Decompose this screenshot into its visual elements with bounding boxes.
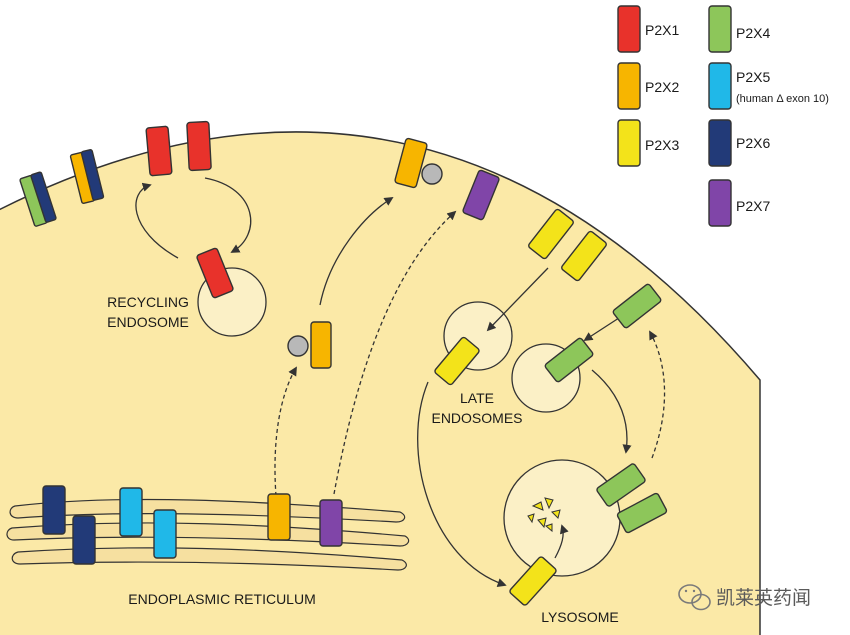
accessory-protein [421, 163, 443, 185]
receptor-p2x7 [319, 499, 343, 547]
arrow-recycle-up [135, 182, 179, 259]
receptor-p2x4 [612, 283, 662, 329]
legend-swatch-p2x1 [617, 5, 641, 53]
receptor-p2x4 [596, 463, 646, 507]
arrow-late-endosome-to-lysosome-p2x3 [417, 381, 507, 588]
receptor-p2x3 [434, 336, 480, 386]
legend-label-p2x5: P2X5 [736, 69, 770, 85]
wechat-icon [678, 584, 711, 611]
legend-swatch-p2x4 [708, 5, 732, 53]
legend-swatch-p2x2 [617, 62, 641, 110]
receptor-p2x4 [616, 492, 668, 534]
watermark: 凯莱英药闻 [678, 584, 811, 611]
arrow-to-membrane-p2x2 [319, 197, 394, 306]
receptor-p2x1 [196, 247, 234, 299]
legend-swatch-p2x6 [708, 119, 732, 167]
legend-note-p2x5: (human Δ exon 10) [736, 93, 829, 105]
watermark-text: 凯莱英药闻 [716, 587, 811, 609]
legend-label-p2x3: P2X3 [645, 137, 679, 153]
receptors [19, 120, 668, 606]
late-endosomes-label: LATE [460, 390, 494, 406]
receptor-p2x1 [145, 125, 173, 177]
legend-label-p2x1: P2X1 [645, 22, 679, 38]
receptor-p2x6 [72, 515, 96, 565]
legend: P2X1 P2X2 P2X3 P2X4 P2X5 (human Δ exon 1… [617, 5, 829, 227]
arrow-er-to-membrane-p2x7 [333, 210, 457, 495]
legend-label-p2x6: P2X6 [736, 135, 770, 151]
receptor-p2x4 [544, 337, 594, 383]
legend-label-p2x4: P2X4 [736, 25, 770, 41]
legend-swatch-p2x3 [617, 119, 641, 167]
legend-label-p2x7: P2X7 [736, 198, 770, 214]
recycling-endosome-label: RECYCLING [107, 294, 189, 310]
receptor-p2x3 [561, 230, 607, 282]
accessory-protein [287, 335, 309, 357]
receptor-p2x6 [30, 171, 57, 223]
receptor-p2x2 [394, 137, 428, 189]
legend-swatch-p2x5 [708, 62, 732, 110]
legend-swatch-p2x7 [708, 179, 732, 227]
recycling-endosome-label: ENDOSOME [107, 314, 189, 330]
endoplasmic-reticulum [6, 498, 410, 571]
receptor-p2x2 [267, 493, 291, 541]
receptor-p2x7 [462, 169, 500, 221]
receptor-p2x6 [42, 485, 66, 535]
receptor-p2x5 [119, 487, 143, 537]
arrow-lysosome-to-membrane [649, 330, 666, 459]
degraded-fragments [527, 497, 561, 533]
receptor-p2x1 [186, 120, 212, 172]
arrow-p2x3-to-late-endosome [486, 267, 549, 332]
lysosome [503, 459, 621, 577]
organelle-labels: RECYCLING ENDOSOME LATE ENDOSOMES ENDOPL… [107, 294, 619, 625]
lysosome-label: LYSOSOME [541, 609, 619, 625]
legend-label-p2x2: P2X2 [645, 79, 679, 95]
receptor-p2x3 [509, 556, 557, 606]
arrow-p2x4-to-late-endosome [583, 315, 623, 341]
arrow-into-lysosome [554, 524, 569, 559]
receptor-p2x6 [80, 149, 105, 201]
arrow-er-to-vesicle [274, 366, 297, 497]
er-label: ENDOPLASMIC RETICULUM [128, 591, 315, 607]
arrow-recycle-down [204, 177, 252, 253]
arrow-late-endosome-to-lysosome-p2x4 [591, 369, 632, 454]
receptor-p2x2 [310, 321, 332, 369]
late-endosomes-label: ENDOSOMES [431, 410, 522, 426]
receptor-p2x5 [153, 509, 177, 559]
receptor-p2x3 [528, 208, 574, 260]
